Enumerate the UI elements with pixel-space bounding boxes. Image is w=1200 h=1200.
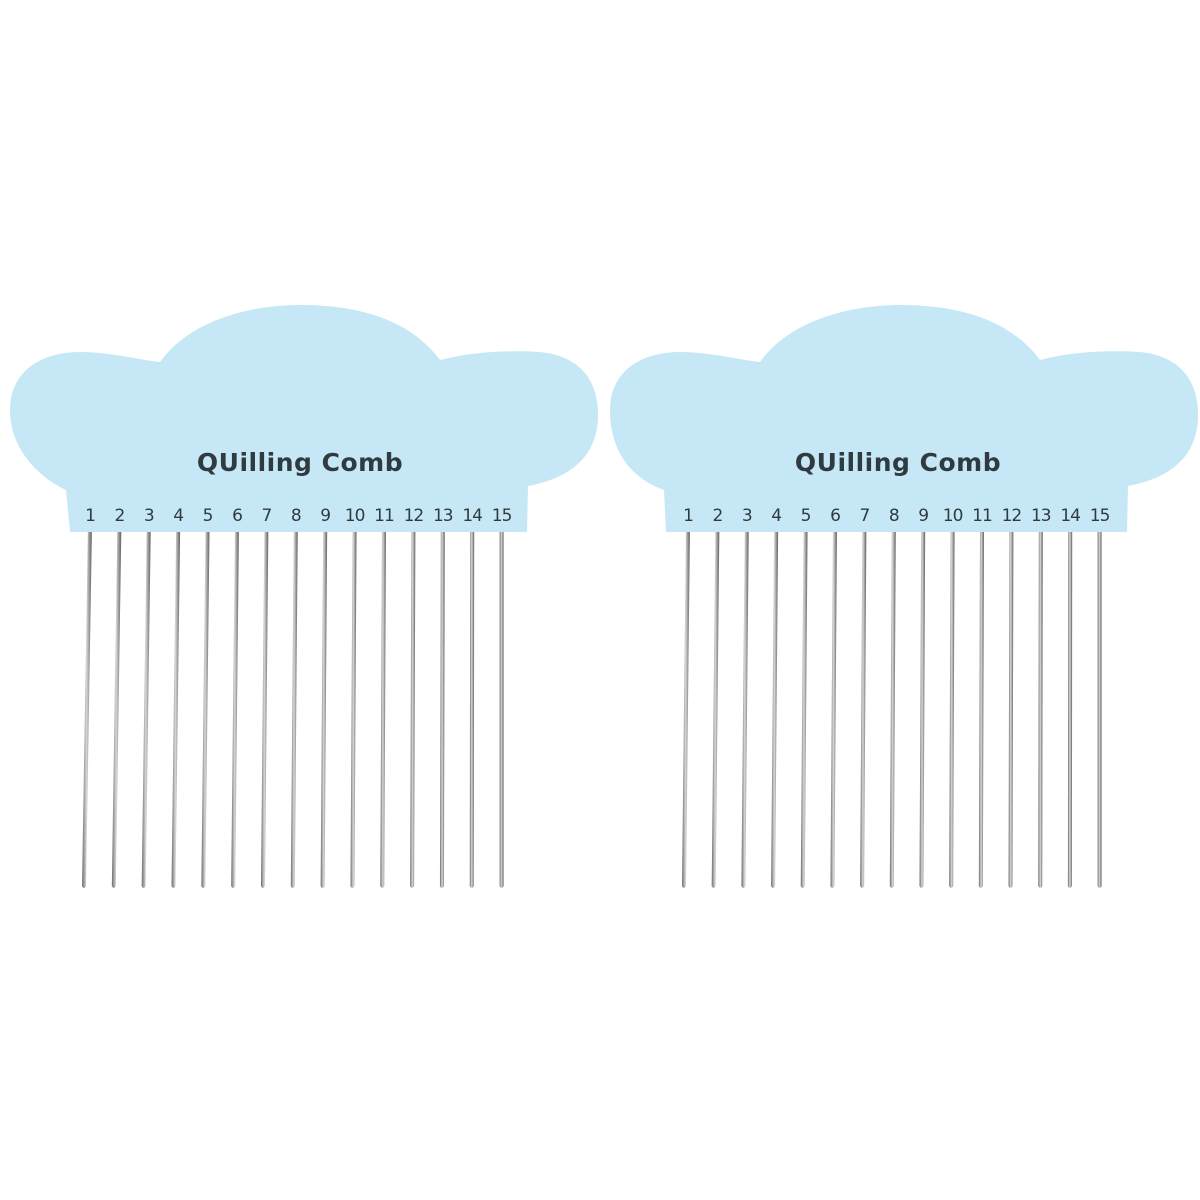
tine-number-label: 3	[741, 506, 753, 526]
tine-number-label: 4	[771, 506, 782, 526]
tine	[1067, 525, 1073, 888]
tine-number-label: 12	[403, 506, 425, 526]
tine	[350, 525, 357, 888]
tine-number-label: 10	[344, 506, 366, 526]
tine	[111, 525, 122, 888]
tine-number-label: 4	[173, 506, 184, 526]
tine	[201, 525, 210, 888]
tine	[860, 525, 867, 888]
tine	[171, 525, 181, 888]
tine-number-label: 13	[432, 506, 454, 526]
tine-number-label: 11	[374, 506, 395, 526]
tine	[919, 525, 926, 888]
tine	[949, 525, 955, 888]
comb-title: QUilling Comb	[794, 448, 1002, 477]
tine-number-label: 1	[683, 506, 694, 526]
tine	[830, 525, 837, 888]
tine-number-label: 2	[114, 506, 125, 526]
tine	[290, 525, 298, 888]
tine-number-label: 13	[1030, 506, 1052, 526]
tine	[889, 525, 896, 888]
tine-number-label: 14	[1060, 506, 1081, 526]
cloud-shape	[610, 305, 1198, 532]
comb-body-right	[610, 305, 1198, 888]
comb-body-left	[10, 305, 598, 888]
tine	[82, 525, 92, 888]
tine-number-label: 8	[290, 506, 302, 526]
tine-number-label: 6	[232, 506, 243, 526]
tine-number-label: 9	[320, 506, 331, 526]
tine	[682, 525, 690, 888]
tines	[682, 525, 1102, 888]
tine	[320, 525, 328, 888]
tine-number-label: 9	[918, 506, 929, 526]
tine	[1097, 525, 1102, 888]
tine	[800, 525, 808, 888]
tine-number-label: 15	[1089, 506, 1111, 526]
tine	[1008, 525, 1014, 888]
tine	[231, 525, 239, 888]
tine	[1038, 525, 1043, 888]
tine	[771, 525, 779, 888]
comb-title: QUilling Comb	[196, 448, 404, 477]
tine-number-label: 1	[85, 506, 96, 526]
tine-number-label: 7	[859, 506, 870, 526]
tine	[141, 525, 151, 888]
cloud-shape	[10, 305, 598, 532]
tine-number-label: 11	[972, 506, 993, 526]
tine-number-label: 15	[491, 506, 513, 526]
tine-number-label: 7	[261, 506, 272, 526]
tines	[82, 525, 504, 888]
tine	[741, 525, 749, 888]
tine	[439, 525, 445, 888]
tine	[469, 525, 475, 888]
tine	[410, 525, 416, 888]
tine	[260, 525, 269, 888]
tine	[499, 525, 504, 888]
tine-number-label: 8	[888, 506, 900, 526]
tine-number-label: 12	[1001, 506, 1023, 526]
tine-number-label: 5	[202, 506, 214, 526]
tine-number-label: 14	[462, 506, 483, 526]
tine	[978, 525, 984, 888]
tine-number-label: 2	[712, 506, 723, 526]
tine	[380, 525, 386, 888]
tine	[711, 525, 720, 888]
tine-number-label: 6	[830, 506, 841, 526]
tine-number-label: 3	[143, 506, 155, 526]
tine-number-label: 10	[942, 506, 964, 526]
tine-number-label: 5	[800, 506, 812, 526]
